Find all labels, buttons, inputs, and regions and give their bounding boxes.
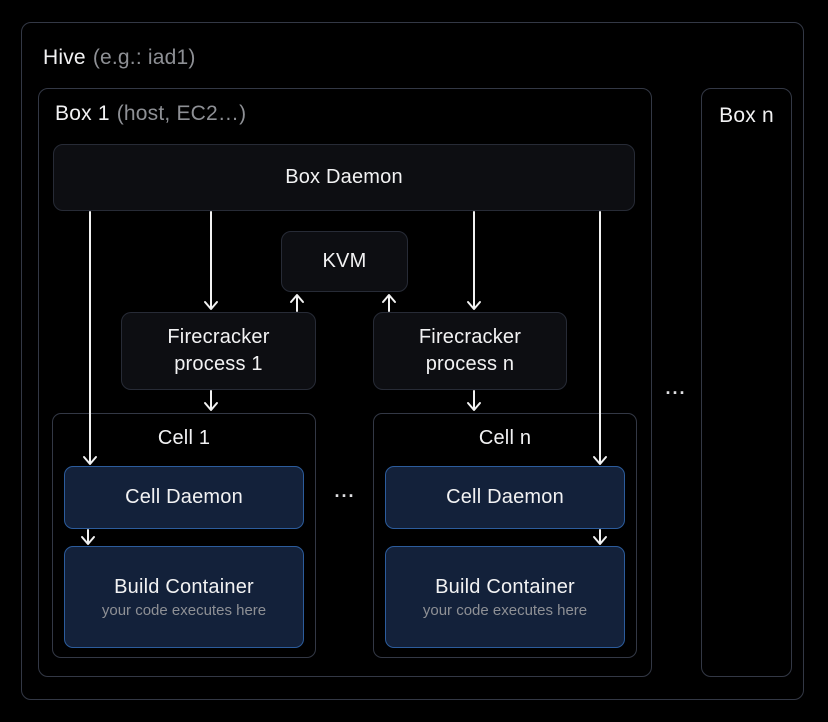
build-container-1-label: Build Container	[114, 575, 254, 598]
box-n-container: Box n	[701, 88, 792, 677]
ellipsis-between-boxes: ...	[665, 378, 687, 398]
build-container-n-node: Build Container your code executes here	[385, 546, 625, 648]
cell-1-title: Cell 1	[157, 427, 211, 449]
cell-n-container: Cell n	[373, 413, 637, 658]
firecracker-process-1-node: Firecracker process 1	[121, 312, 316, 390]
cell-daemon-1-node: Cell Daemon	[64, 466, 304, 529]
hive-subtitle: (e.g.: iad1)	[92, 46, 196, 69]
cell-daemon-n-label: Cell Daemon	[446, 486, 564, 508]
firecracker-process-n-node: Firecracker process n	[373, 312, 567, 390]
box-n-title: Box n	[719, 104, 774, 127]
cell-n-title: Cell n	[478, 427, 532, 449]
hive-container: Hive (e.g.: iad1)	[21, 22, 804, 700]
hive-label: Hive (e.g.: iad1)	[43, 46, 196, 70]
firecracker-process-1-label: Firecracker process 1	[167, 326, 270, 375]
box-1-label: Box 1 (host, EC2…)	[55, 102, 246, 126]
kvm-label: KVM	[322, 250, 367, 272]
ellipsis-between-cells: ...	[334, 481, 356, 501]
firecracker-process-n-label: Firecracker process n	[418, 326, 522, 375]
build-container-n-label: Build Container	[435, 575, 575, 598]
box-daemon-node: Box Daemon	[53, 144, 635, 211]
box-1-container: Box 1 (host, EC2…)	[38, 88, 652, 677]
build-container-n-note: your code executes here	[422, 601, 588, 619]
box-1-subtitle: (host, EC2…)	[116, 102, 247, 125]
cell-daemon-n-node: Cell Daemon	[385, 466, 625, 529]
build-container-1-node: Build Container your code executes here	[64, 546, 304, 648]
kvm-node: KVM	[281, 231, 408, 292]
cell-daemon-1-label: Cell Daemon	[125, 486, 243, 508]
cell-1-container: Cell 1	[52, 413, 316, 658]
box-daemon-label: Box Daemon	[285, 166, 403, 188]
build-container-1-note: your code executes here	[101, 601, 267, 619]
box-1-title: Box 1	[55, 102, 110, 125]
hive-title: Hive	[43, 46, 86, 69]
